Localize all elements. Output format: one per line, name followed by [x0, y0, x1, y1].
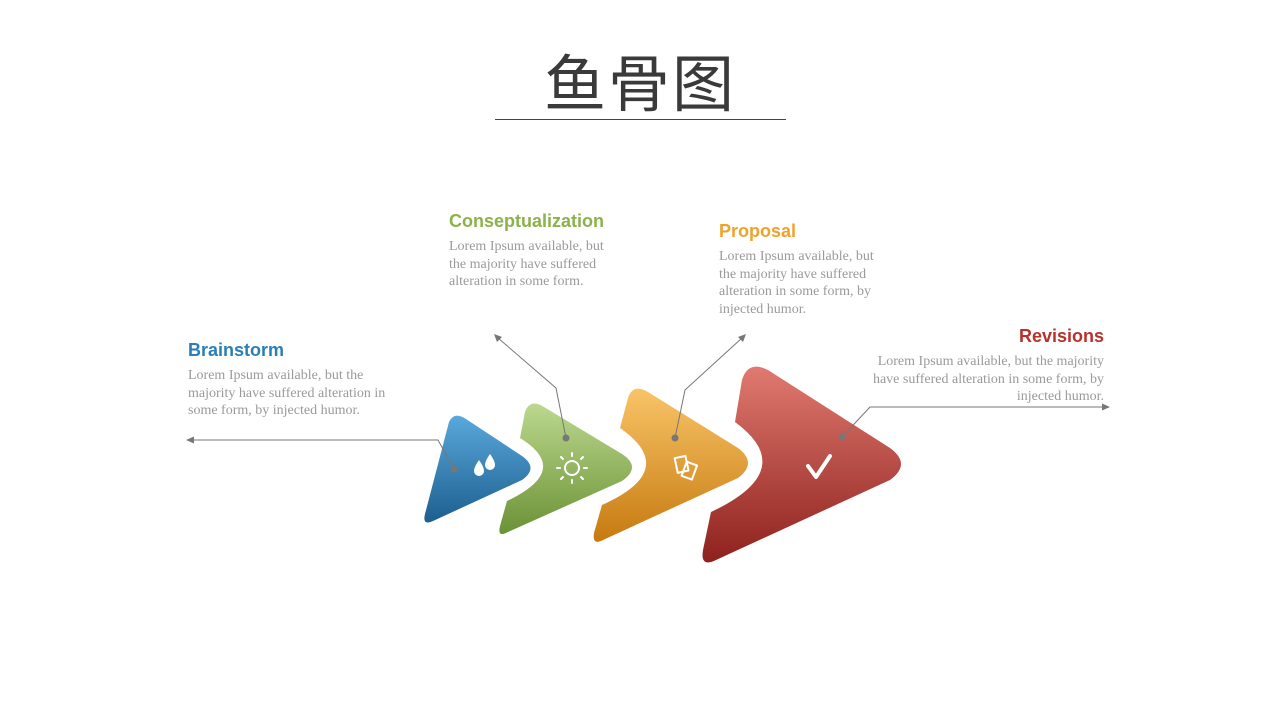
connector-brainstorm	[186, 436, 458, 473]
stage-description: Lorem Ipsum available, but the majority …	[188, 368, 386, 418]
stage-description: Lorem Ipsum available, but the majority …	[872, 354, 1104, 404]
stage-heading: Conseptualization	[449, 211, 605, 231]
stage-brainstorm: Brainstorm Lorem Ipsum available, but th…	[188, 340, 413, 420]
title-underline	[495, 119, 786, 120]
water-drops-icon	[474, 454, 495, 476]
stage-conseptualization: Conseptualization Lorem Ipsum available,…	[449, 211, 609, 291]
stage-description: Lorem Ipsum available, but the majority …	[449, 239, 604, 289]
stage-proposal: Proposal Lorem Ipsum available, but the …	[719, 221, 879, 318]
documents-icon	[673, 454, 699, 481]
stage-description: Lorem Ipsum available, but the majority …	[719, 249, 874, 317]
connector-proposal	[671, 334, 746, 442]
chevron-revisions	[702, 366, 901, 563]
sun-icon	[556, 452, 588, 484]
stage-heading: Revisions	[1018, 326, 1104, 346]
stage-heading: Proposal	[719, 221, 797, 241]
chevron-proposal	[593, 388, 748, 542]
connector-conseptualization	[494, 334, 570, 442]
checkmark-icon	[806, 454, 832, 479]
connector-revisions	[838, 403, 1110, 441]
stage-heading: Brainstorm	[188, 340, 285, 360]
stage-revisions: Revisions Lorem Ipsum available, but the…	[870, 326, 1104, 406]
page-title: 鱼骨图	[543, 48, 736, 121]
